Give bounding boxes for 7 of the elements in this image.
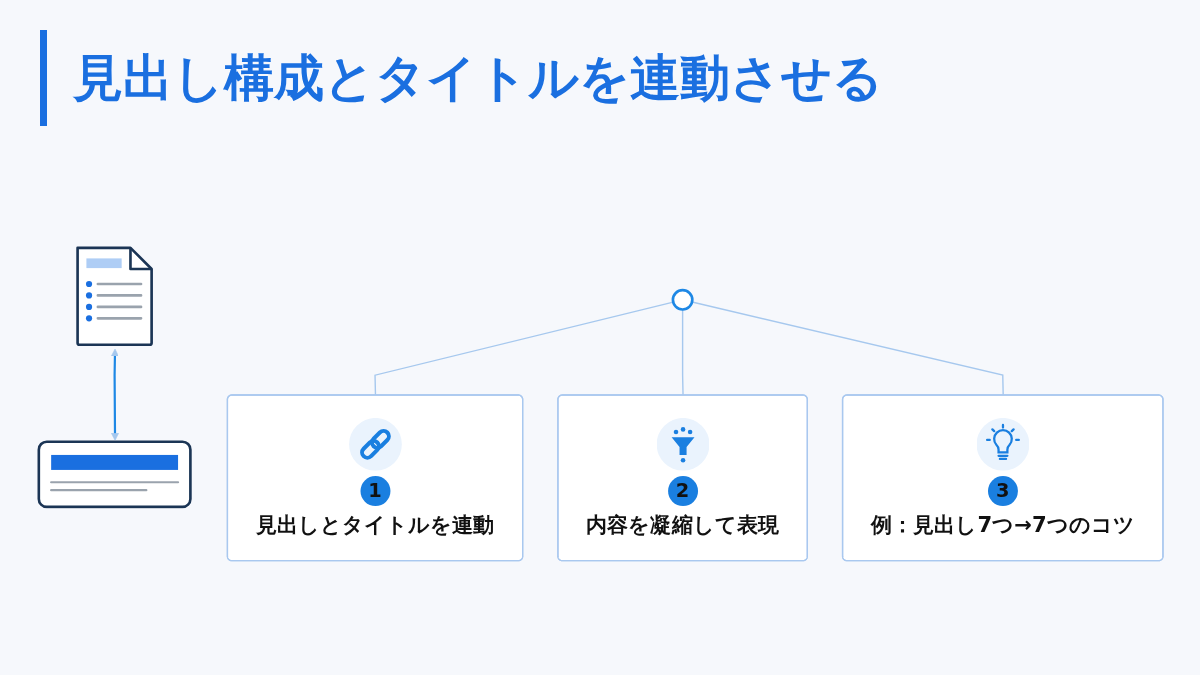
node-picture (74, 244, 156, 349)
connector (374, 301, 674, 397)
node-picture (37, 439, 193, 509)
arrow (111, 348, 119, 441)
title: 見出し構成とタイトルを連動させる (73, 47, 883, 109)
node-circle (671, 288, 694, 311)
connector (691, 301, 1004, 397)
